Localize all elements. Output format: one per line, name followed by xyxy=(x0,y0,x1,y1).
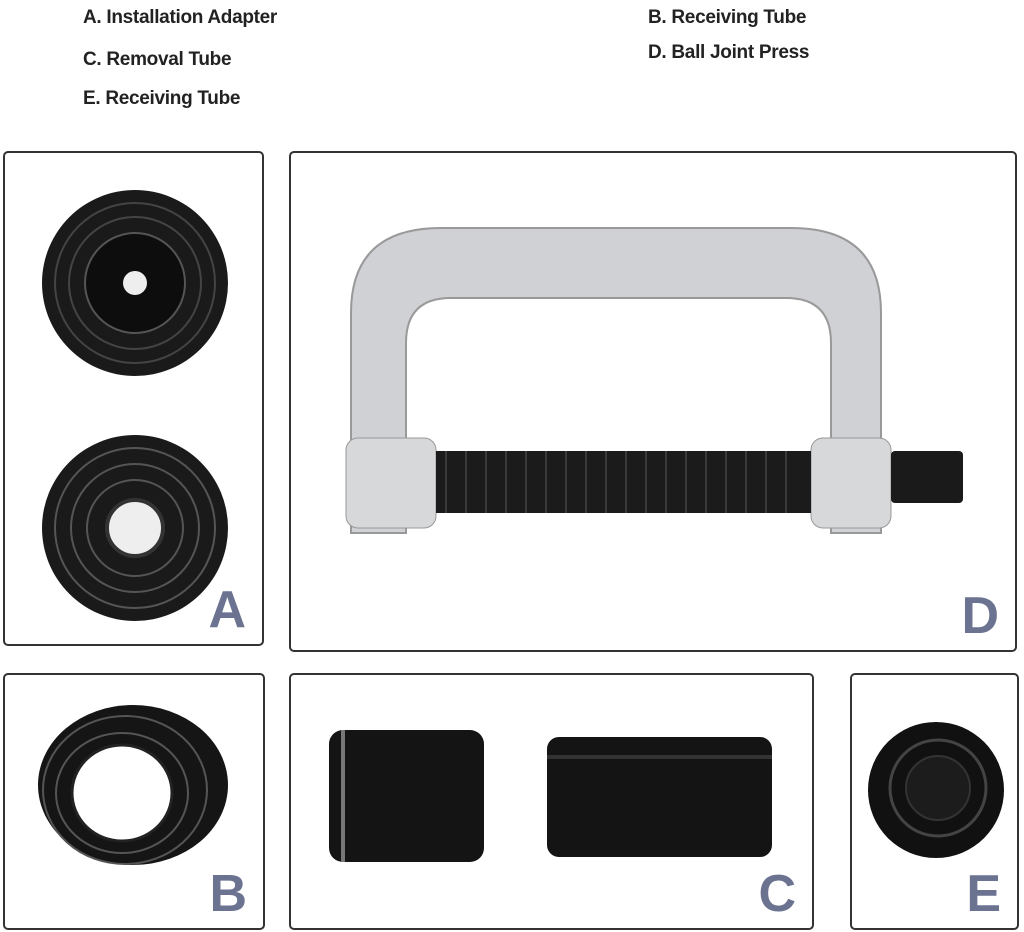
panel-letter-a: A xyxy=(208,581,246,639)
panel-c: C xyxy=(289,673,814,930)
receiving-tube-b-image xyxy=(38,705,228,865)
panel-letter-d: D xyxy=(961,587,999,645)
installation-adapter-image xyxy=(42,190,228,621)
ball-joint-press-image xyxy=(345,227,963,534)
panel-a: A xyxy=(3,151,264,646)
panel-d: D xyxy=(289,151,1017,652)
legend-b: B. Receiving Tube xyxy=(648,7,807,28)
panel-e: E xyxy=(850,673,1019,930)
receiving-tube-e-image xyxy=(868,722,1004,858)
panel-letter-b: B xyxy=(209,865,247,923)
legend-a: A. Installation Adapter xyxy=(83,7,278,28)
panel-letter-c: C xyxy=(758,865,796,923)
panel-b: B xyxy=(3,673,265,930)
legend-e: E. Receiving Tube xyxy=(83,88,241,109)
panel-letter-e: E xyxy=(966,865,1001,923)
legend-d: D. Ball Joint Press xyxy=(648,42,810,63)
removal-tube-image xyxy=(329,730,772,862)
legend-c: C. Removal Tube xyxy=(83,49,232,70)
